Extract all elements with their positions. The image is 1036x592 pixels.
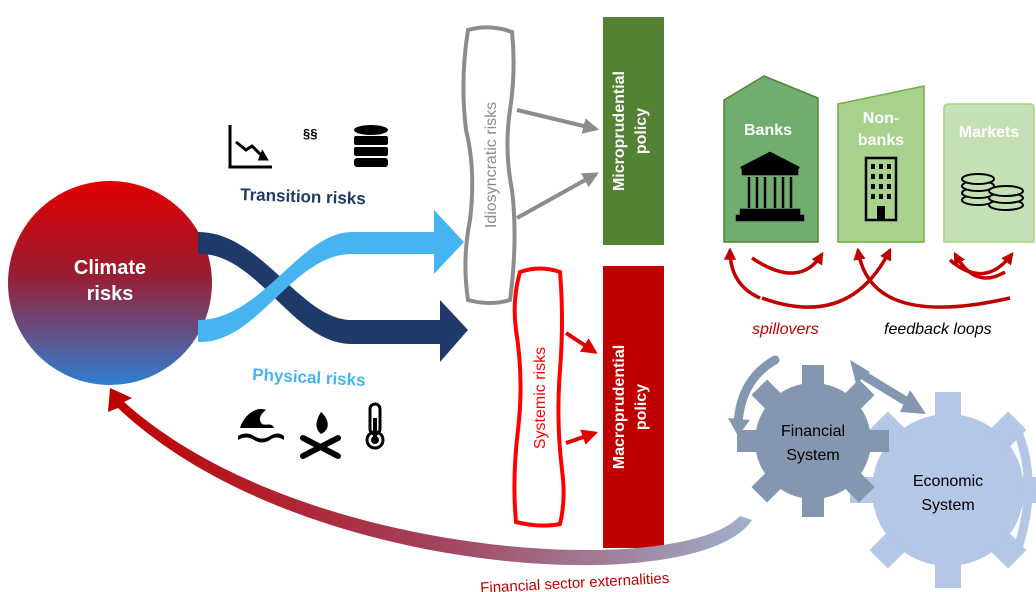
systemic-label: Systemic risks (532, 347, 549, 449)
banks-node: Banks (723, 75, 819, 243)
economic-system-gear: Economic System (850, 392, 1036, 588)
externalities-label: Financial sector externalities (480, 570, 670, 592)
spillover-loops (723, 247, 1014, 309)
microprudential-policy-node: Microprudential policy (603, 17, 664, 245)
macro-label-line1: Macroprudential (611, 345, 628, 469)
nonbanks-label-line2: banks (858, 132, 904, 149)
paragraph-icon: §§ (303, 126, 317, 141)
risk-transmission-arrows (198, 210, 468, 362)
systemic-to-macro-arrows (564, 331, 599, 445)
idiosyncratic-risks-node: Idiosyncratic risks (461, 25, 517, 305)
physical-risk-arrow (198, 232, 468, 362)
bank-building-icon (735, 151, 805, 222)
economic-label-line1: Economic (913, 473, 983, 490)
climate-label-line2: risks (87, 283, 134, 305)
banks-label: Banks (744, 122, 792, 139)
transition-risks-group: §§ Transition risks (228, 125, 388, 208)
flood-wave-icon (238, 409, 284, 443)
physical-risks-group: Physical risks (238, 365, 385, 459)
climate-risks-node: Climate risks (8, 181, 212, 385)
feedback-loops-label: feedback loops (884, 321, 992, 338)
economic-label-line2: System (921, 497, 974, 514)
transition-risks-label: Transition risks (240, 185, 366, 208)
climate-label-line1: Climate (74, 257, 146, 279)
micro-label-line1: Microprudential (611, 71, 628, 191)
gear-rotation-arrows (728, 355, 1033, 553)
transition-risk-arrow (198, 210, 464, 343)
markets-node: Markets (943, 103, 1035, 243)
financial-label-line1: Financial (781, 423, 845, 440)
chart-decline-icon (228, 125, 272, 169)
thermometer-icon (365, 402, 385, 450)
coins-icon (961, 173, 1024, 211)
fire-icon (300, 412, 341, 459)
financial-label-line2: System (786, 447, 839, 464)
idiosyncratic-to-micro-arrows (516, 108, 600, 220)
physical-risks-label: Physical risks (252, 365, 366, 390)
macroprudential-policy-node: Macroprudential policy (603, 266, 664, 548)
externalities-arrow (108, 388, 752, 566)
financial-system-gear: Financial System (737, 365, 889, 517)
database-icon (354, 125, 388, 167)
office-building-icon (864, 156, 898, 222)
idiosyncratic-label: Idiosyncratic risks (483, 102, 500, 228)
micro-label-line2: policy (633, 108, 650, 154)
markets-label: Markets (959, 124, 1020, 141)
nonbanks-node: Non- banks (837, 85, 925, 243)
macro-label-line2: policy (633, 384, 650, 430)
systemic-risks-node: Systemic risks (512, 266, 566, 528)
nonbanks-label-line1: Non- (863, 110, 899, 127)
spillovers-label: spillovers (752, 321, 819, 338)
